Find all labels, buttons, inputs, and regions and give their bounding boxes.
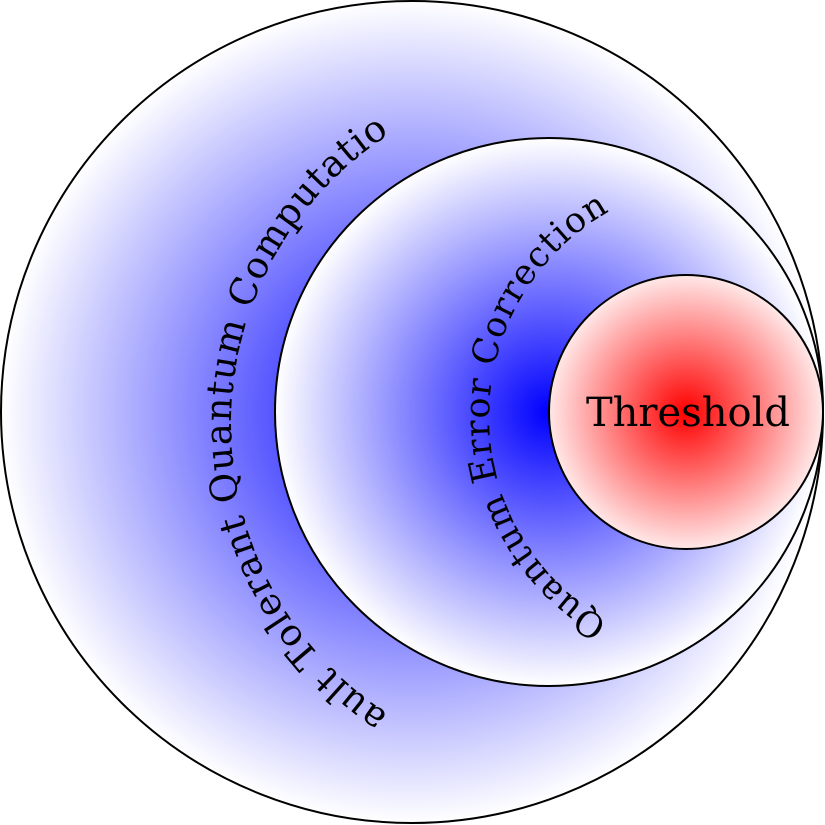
threshold-label: Threshold xyxy=(586,390,790,436)
inner-circle xyxy=(548,274,824,550)
